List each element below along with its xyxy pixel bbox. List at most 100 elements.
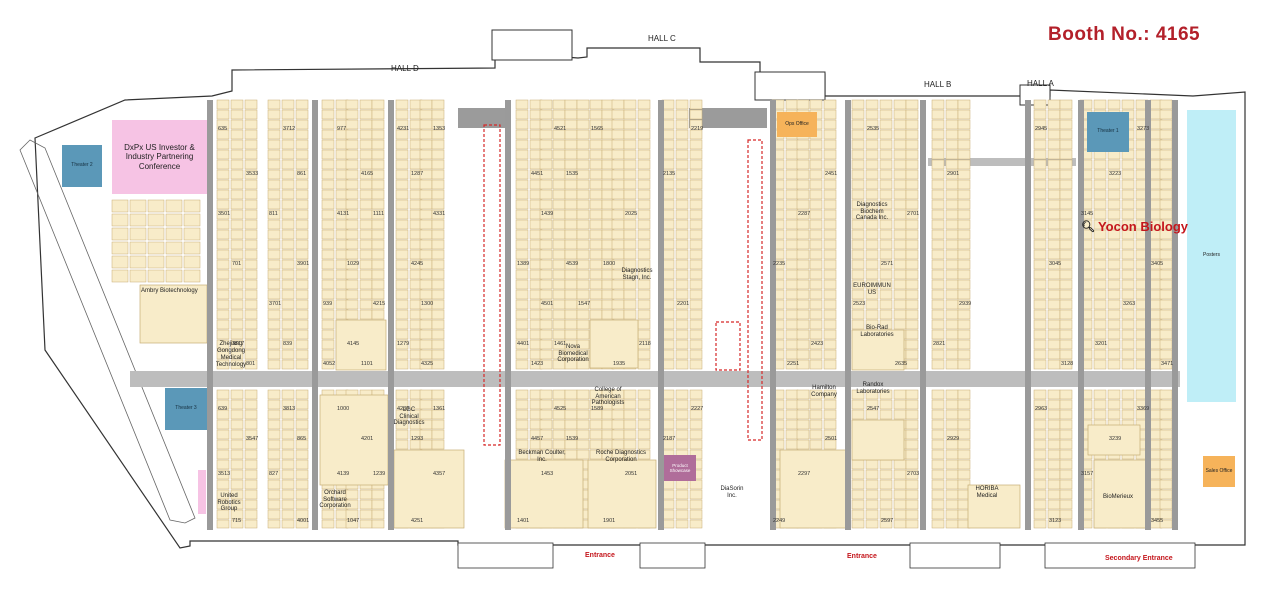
booth-cell — [230, 149, 244, 160]
exhibitor-label-biomerieux[interactable]: BioMerieux — [1102, 493, 1133, 500]
booth-number: 4357 — [433, 471, 445, 477]
booth-cell — [431, 199, 445, 210]
booth-cell — [865, 269, 879, 280]
booth-cell — [931, 319, 945, 330]
ops-office[interactable]: Ops Office — [777, 112, 817, 137]
exhibitor-label-cap[interactable]: College of American Pathologists — [591, 386, 625, 407]
booth-cell — [1033, 239, 1047, 250]
booth-cell — [244, 499, 258, 510]
theater-1[interactable]: Theater 1 — [1087, 112, 1129, 152]
secondary-entrance[interactable]: Secondary Entrance — [1105, 555, 1173, 562]
exhibitor-label-diagnostics-stagn[interactable]: Diagnostics Stagn, Inc. — [621, 268, 653, 281]
booth-number: 1293 — [411, 436, 423, 442]
booth-cell — [111, 269, 129, 283]
exhibitor-label-diasorin[interactable]: DiaSorin Inc. — [720, 486, 744, 499]
exhibitor-label-hamilton[interactable]: Hamilton Company — [811, 385, 837, 398]
booth-cell — [823, 279, 837, 290]
booth-cell — [281, 349, 295, 360]
exhibitor-label-euroimmun[interactable]: EUROIMMUN US — [853, 283, 891, 296]
exhibitor-label-beckman[interactable]: Beckman Coulter, Inc. — [518, 450, 566, 463]
booth-cell — [945, 269, 959, 280]
booth-cell — [371, 129, 385, 140]
booth-cell — [931, 149, 945, 160]
booth-cell — [1121, 399, 1135, 410]
booth-cell — [809, 409, 823, 420]
entrance-1[interactable]: Entrance — [585, 552, 615, 559]
highlight-yocon-biology[interactable]: 🔍︎ Yocon Biology — [1081, 219, 1188, 234]
booth-cell — [345, 489, 359, 500]
theater-3[interactable]: Theater 3 — [165, 388, 207, 430]
booth-cell — [865, 199, 879, 210]
booth-cell — [1047, 349, 1061, 360]
booth-cell — [1033, 319, 1047, 330]
booth-cell — [371, 299, 385, 310]
booth-cell — [823, 249, 837, 260]
booth-cell — [147, 269, 165, 283]
booth-cell — [295, 209, 309, 220]
booth-cell — [796, 209, 810, 220]
booth-cell — [1033, 189, 1047, 200]
booth-cell — [1059, 439, 1073, 450]
posters-area[interactable]: Posters — [1187, 110, 1236, 402]
booth-cell — [865, 399, 879, 410]
booth-cell — [675, 309, 689, 320]
exhibitor-label-biorad[interactable]: Bio-Rad Laboratories — [860, 325, 894, 338]
booth-cell — [865, 279, 879, 290]
booth-cell — [419, 179, 433, 190]
booth-cell — [216, 199, 230, 210]
booth-cell — [879, 459, 893, 470]
booth-cell — [905, 309, 919, 320]
booth-cell — [1107, 209, 1121, 220]
booth-cell — [809, 439, 823, 450]
booth-cell — [244, 329, 258, 340]
booth-cell — [611, 129, 625, 140]
large-booth — [779, 449, 849, 529]
exhibitor-label-ambry[interactable]: Ambry Biotechnology — [141, 287, 198, 294]
booth-cell — [431, 219, 445, 230]
exhibitor-label-orchard[interactable]: Orchard Software Corporation — [319, 489, 351, 510]
exhibitor-label-lgc[interactable]: LGC Clinical Diagnostics — [393, 406, 425, 427]
exhibitor-label-roche[interactable]: Roche Diagnostics Corporation — [595, 450, 647, 463]
booth-cell — [589, 239, 603, 250]
booth-cell — [905, 289, 919, 300]
entrance-2[interactable]: Entrance — [847, 553, 877, 560]
booth-cell — [345, 179, 359, 190]
exhibitor-label-randox[interactable]: Randox Laboratories — [856, 382, 890, 395]
booth-cell — [689, 279, 703, 290]
exhibitor-label-united-robotics[interactable]: United Robotics Group — [217, 492, 241, 513]
booth-cell — [230, 419, 244, 430]
conference-area[interactable]: DxPx US Investor & Industry Partnering C… — [112, 120, 207, 194]
booth-cell — [1059, 249, 1073, 260]
booth-cell — [1059, 169, 1073, 180]
booth-cell — [244, 189, 258, 200]
booth-cell — [295, 439, 309, 450]
booth-cell — [321, 359, 335, 370]
booth-cell — [809, 319, 823, 330]
booth-cell — [295, 479, 309, 490]
booth-number: 3513 — [218, 471, 230, 477]
booth-cell — [851, 169, 865, 180]
booth-cell — [552, 309, 566, 320]
booth-cell — [823, 269, 837, 280]
booth-cell — [796, 99, 810, 110]
sales-office[interactable]: Sales Office — [1203, 456, 1235, 487]
booth-cell — [589, 289, 603, 300]
upper-structure-2 — [754, 71, 826, 101]
theater-2[interactable]: Theater 2 — [62, 145, 102, 187]
exhibitor-label-horiba[interactable]: HORIBA Medical — [975, 486, 999, 499]
product-showcase[interactable]: Product Showcase — [664, 455, 696, 481]
booth-cell — [216, 299, 230, 310]
booth-cell — [359, 219, 373, 230]
booth-cell — [359, 149, 373, 160]
booth-cell — [515, 259, 529, 270]
booth-cell — [675, 419, 689, 430]
booth-cell — [809, 299, 823, 310]
exhibitor-label-biochem[interactable]: Diagnostics Biochem Canada Inc. — [855, 201, 889, 222]
exhibitor-label-nova[interactable]: Nova Biomedical Corporation — [557, 343, 589, 364]
booth-cell — [267, 459, 281, 470]
booth-cell — [879, 179, 893, 190]
booth-cell — [957, 299, 971, 310]
booth-cell — [905, 239, 919, 250]
exhibitor-label-zhejiang[interactable]: Zhejiang Gongdong Medical Technology — [215, 341, 247, 368]
large-booth — [851, 329, 905, 371]
